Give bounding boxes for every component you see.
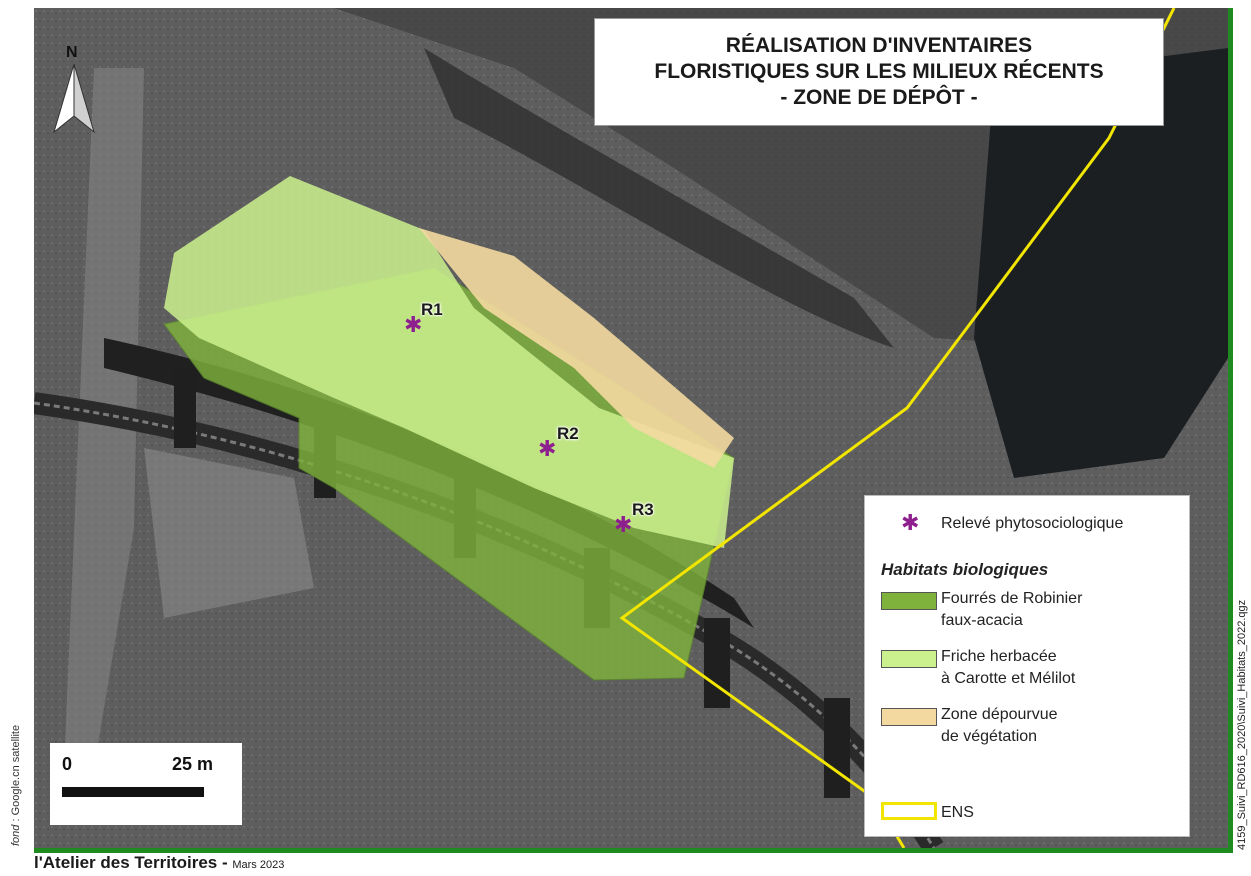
- scale-end-label: 25 m: [172, 754, 214, 774]
- footer-credit: l'Atelier des Territoires - Mars 2023: [34, 853, 284, 873]
- legend-swatch-zone: [881, 708, 937, 726]
- releve-marker-icon: ✱: [404, 312, 423, 337]
- pond: [974, 48, 1228, 478]
- map-canvas: [34, 8, 1228, 848]
- releve-marker-icon: ✱: [538, 436, 557, 461]
- releve-marker-icon: ✱: [614, 512, 633, 537]
- legend-friche-line1: Friche herbacée: [941, 648, 1057, 665]
- credit-prefix: fond: [10, 824, 22, 846]
- legend-zone-line1: Zone dépourvue: [941, 706, 1058, 723]
- credit-text: : Google.cn satellite: [10, 724, 22, 825]
- legend-swatch-fourres: [881, 592, 937, 610]
- releve-label-r3: R3: [632, 500, 654, 519]
- north-arrow: N: [50, 44, 98, 134]
- legend-fourres-line1: Fourrés de Robinier: [941, 590, 1083, 607]
- footer-date: Mars 2023: [232, 859, 285, 871]
- north-arrow-icon: [53, 64, 95, 134]
- title-line-3: - ZONE DE DÉPÔT -: [780, 86, 978, 109]
- scale-bar: 0 25 m: [50, 743, 242, 825]
- legend-friche-line2: à Carotte et Mélilot: [941, 670, 1076, 687]
- legend-swatch-friche: [881, 650, 937, 668]
- scale-bar-graphic: [62, 787, 204, 797]
- project-file-path: 4159_Suivi_RD616_2020\Suivi_Habitats_202…: [1236, 599, 1248, 850]
- clearing: [144, 448, 314, 618]
- title-line-2: FLORISTIQUES SUR LES MILIEUX RÉCENTS: [654, 60, 1104, 83]
- legend-zone-line2: de végétation: [941, 728, 1038, 745]
- title-line-1: RÉALISATION D'INVENTAIRES: [725, 34, 1033, 57]
- legend-fourres-line2: faux-acacia: [941, 612, 1023, 629]
- habitat-friche-herbacee: [164, 176, 734, 548]
- viaduct-shadow: [104, 338, 754, 628]
- map-title: RÉALISATION D'INVENTAIRES FLORISTIQUES S…: [594, 18, 1164, 126]
- legend-swatch-ens: [881, 802, 937, 820]
- footer-org: l'Atelier des Territoires -: [34, 853, 233, 872]
- north-label: N: [66, 44, 78, 61]
- map-legend: ✱ Relevé phytosociologique Habitats biol…: [864, 495, 1190, 837]
- legend-habitats-header: Habitats biologiques: [881, 560, 1049, 579]
- habitat-zone-depourvue: [419, 228, 734, 468]
- legend-releve-label: Relevé phytosociologique: [941, 515, 1124, 532]
- legend-ens-label: ENS: [941, 804, 974, 821]
- releve-label-r1: R1: [421, 300, 443, 319]
- river-bank: [424, 48, 894, 348]
- releve-legend-icon: ✱: [901, 510, 920, 535]
- scale-start-label: 0: [62, 754, 73, 774]
- releve-label-r2: R2: [557, 424, 579, 443]
- map-view[interactable]: [34, 8, 1233, 853]
